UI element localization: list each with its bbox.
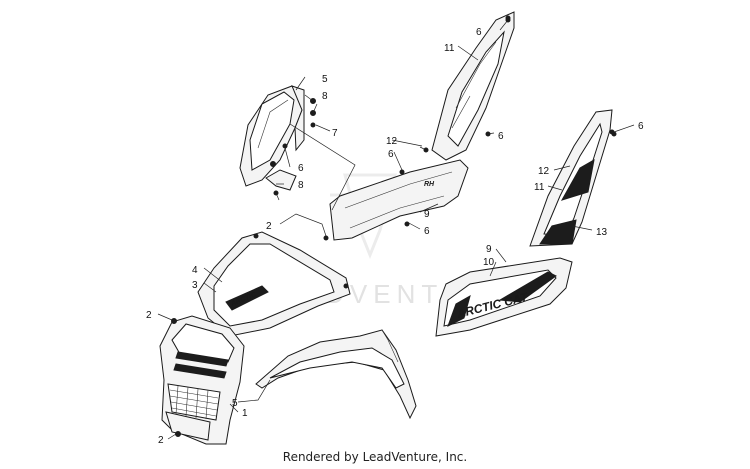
callout-2-fascia: 2: [146, 310, 152, 321]
callout-2-dash: 2: [266, 221, 272, 232]
right-door-panel: [529, 109, 615, 247]
callout-12-dash: 12: [386, 136, 398, 147]
callout-4: 4: [192, 265, 198, 276]
callout-8-upper: 8: [322, 91, 328, 102]
callout-10: 10: [483, 257, 495, 268]
callout-6-top: 6: [476, 27, 482, 38]
callout-9-side: 9: [486, 244, 492, 255]
callout-labels: 5 8 7 6 8 2 6 11 12 6 6 9 6 6 12 11 13 4…: [146, 27, 644, 446]
front-fascia: [159, 315, 245, 445]
callout-1: 1: [242, 408, 248, 419]
front-fender: [255, 329, 417, 420]
headlight-pod: [239, 85, 316, 196]
callout-6-dash: 6: [388, 149, 394, 160]
callout-6-right: 6: [638, 121, 644, 132]
callout-7: 7: [332, 128, 338, 139]
callout-6-panel: 6: [498, 131, 504, 142]
callout-5-fender: 5: [232, 398, 238, 409]
callout-3: 3: [192, 280, 198, 291]
leader-lines: [157, 19, 635, 440]
callout-13: 13: [596, 227, 608, 238]
fasteners: [171, 17, 617, 437]
hood: ARCTIC: [197, 231, 351, 337]
callout-11-door: 11: [534, 182, 545, 193]
callout-6-bottom: 6: [424, 226, 430, 237]
rh-mark: RH: [424, 181, 435, 188]
callout-8-lower: 8: [298, 180, 304, 191]
lower-side-panel: ARCTIC CAT: [435, 257, 573, 337]
callout-6-bracket: 6: [298, 163, 304, 174]
upper-side-panel: [431, 11, 515, 161]
dash-side-panel: RH: [329, 159, 469, 241]
callout-12-door: 12: [538, 166, 550, 177]
grille-mesh: [167, 383, 221, 421]
callout-11-top: 11: [444, 43, 455, 54]
render-credit: Rendered by LeadVenture, Inc.: [282, 450, 468, 464]
callout-2-bottom: 2: [158, 435, 164, 446]
callout-5-headlight: 5: [322, 74, 328, 85]
callout-9-dash: 9: [424, 209, 430, 220]
grille-slots: [173, 351, 229, 379]
